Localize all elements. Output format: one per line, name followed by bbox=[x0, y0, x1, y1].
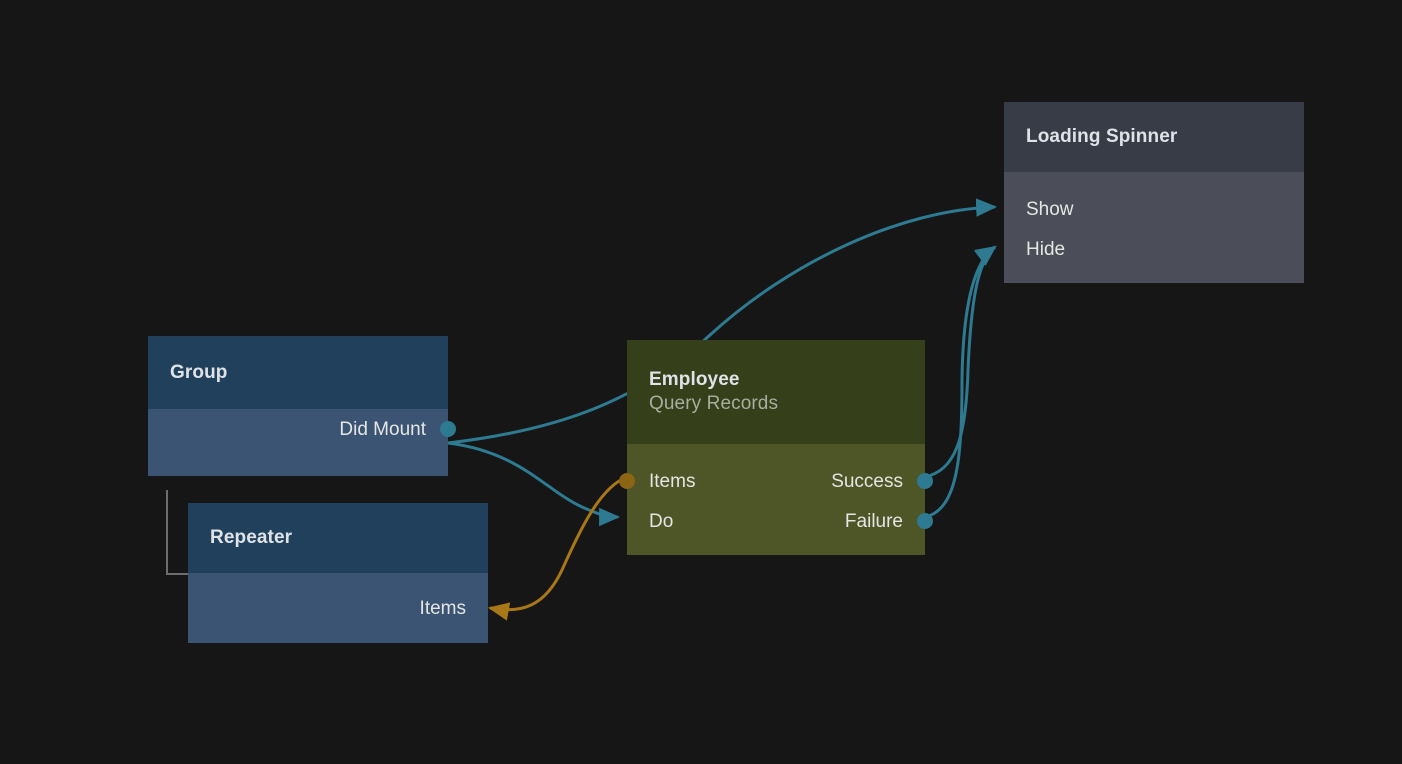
port-row-repeater-items[interactable]: Items bbox=[188, 588, 488, 628]
edge-failure-to-hide bbox=[924, 245, 997, 519]
port-label-spinner-hide: Hide bbox=[1026, 238, 1066, 260]
node-loading-spinner-body: Show Hide bbox=[1004, 172, 1304, 283]
port-row-spinner-hide[interactable]: Hide bbox=[1004, 229, 1304, 269]
port-dot-employee-failure[interactable] bbox=[917, 513, 933, 529]
port-row-employee-items[interactable]: Items Success bbox=[619, 461, 933, 501]
node-employee-body: Items Success Do Failure bbox=[619, 444, 933, 555]
port-dot-employee-items[interactable] bbox=[619, 473, 635, 489]
edge-success-to-hide bbox=[924, 245, 997, 479]
port-label-repeater-items: Items bbox=[419, 597, 466, 619]
port-label-employee-failure: Failure bbox=[844, 510, 903, 532]
node-employee-subtitle: Query Records bbox=[649, 393, 779, 414]
node-loading-spinner[interactable]: Loading Spinner Show Hide bbox=[1004, 102, 1304, 283]
port-row-did-mount[interactable]: Did Mount bbox=[148, 409, 456, 449]
node-group-title: Group bbox=[170, 361, 228, 383]
node-repeater[interactable]: Repeater Items bbox=[188, 503, 488, 643]
port-row-spinner-show[interactable]: Show bbox=[1004, 189, 1304, 229]
edge-items-to-items bbox=[487, 475, 628, 621]
node-repeater-header[interactable]: Repeater bbox=[188, 503, 488, 573]
port-dot-employee-success[interactable] bbox=[917, 473, 933, 489]
port-label-did-mount: Did Mount bbox=[339, 418, 426, 440]
port-row-employee-do[interactable]: Do Failure bbox=[627, 501, 933, 541]
hierarchy-bracket bbox=[166, 490, 190, 575]
node-employee-title: Employee bbox=[649, 369, 740, 391]
node-repeater-body: Items bbox=[188, 573, 488, 643]
port-label-employee-items: Items bbox=[649, 470, 696, 492]
node-group-body: Did Mount bbox=[148, 409, 456, 476]
port-label-spinner-show: Show bbox=[1026, 198, 1074, 220]
port-label-employee-do: Do bbox=[649, 510, 674, 532]
port-label-employee-success: Success bbox=[831, 470, 903, 492]
node-loading-spinner-title: Loading Spinner bbox=[1026, 126, 1178, 148]
node-employee-header[interactable]: Employee Query Records bbox=[627, 340, 925, 444]
node-employee[interactable]: Employee Query Records Items Success Do … bbox=[619, 340, 933, 555]
node-loading-spinner-header[interactable]: Loading Spinner bbox=[1004, 102, 1304, 172]
node-group-header[interactable]: Group bbox=[148, 336, 448, 409]
node-group[interactable]: Group Did Mount bbox=[148, 336, 456, 476]
port-dot-did-mount[interactable] bbox=[440, 421, 456, 437]
node-repeater-title: Repeater bbox=[210, 527, 293, 549]
